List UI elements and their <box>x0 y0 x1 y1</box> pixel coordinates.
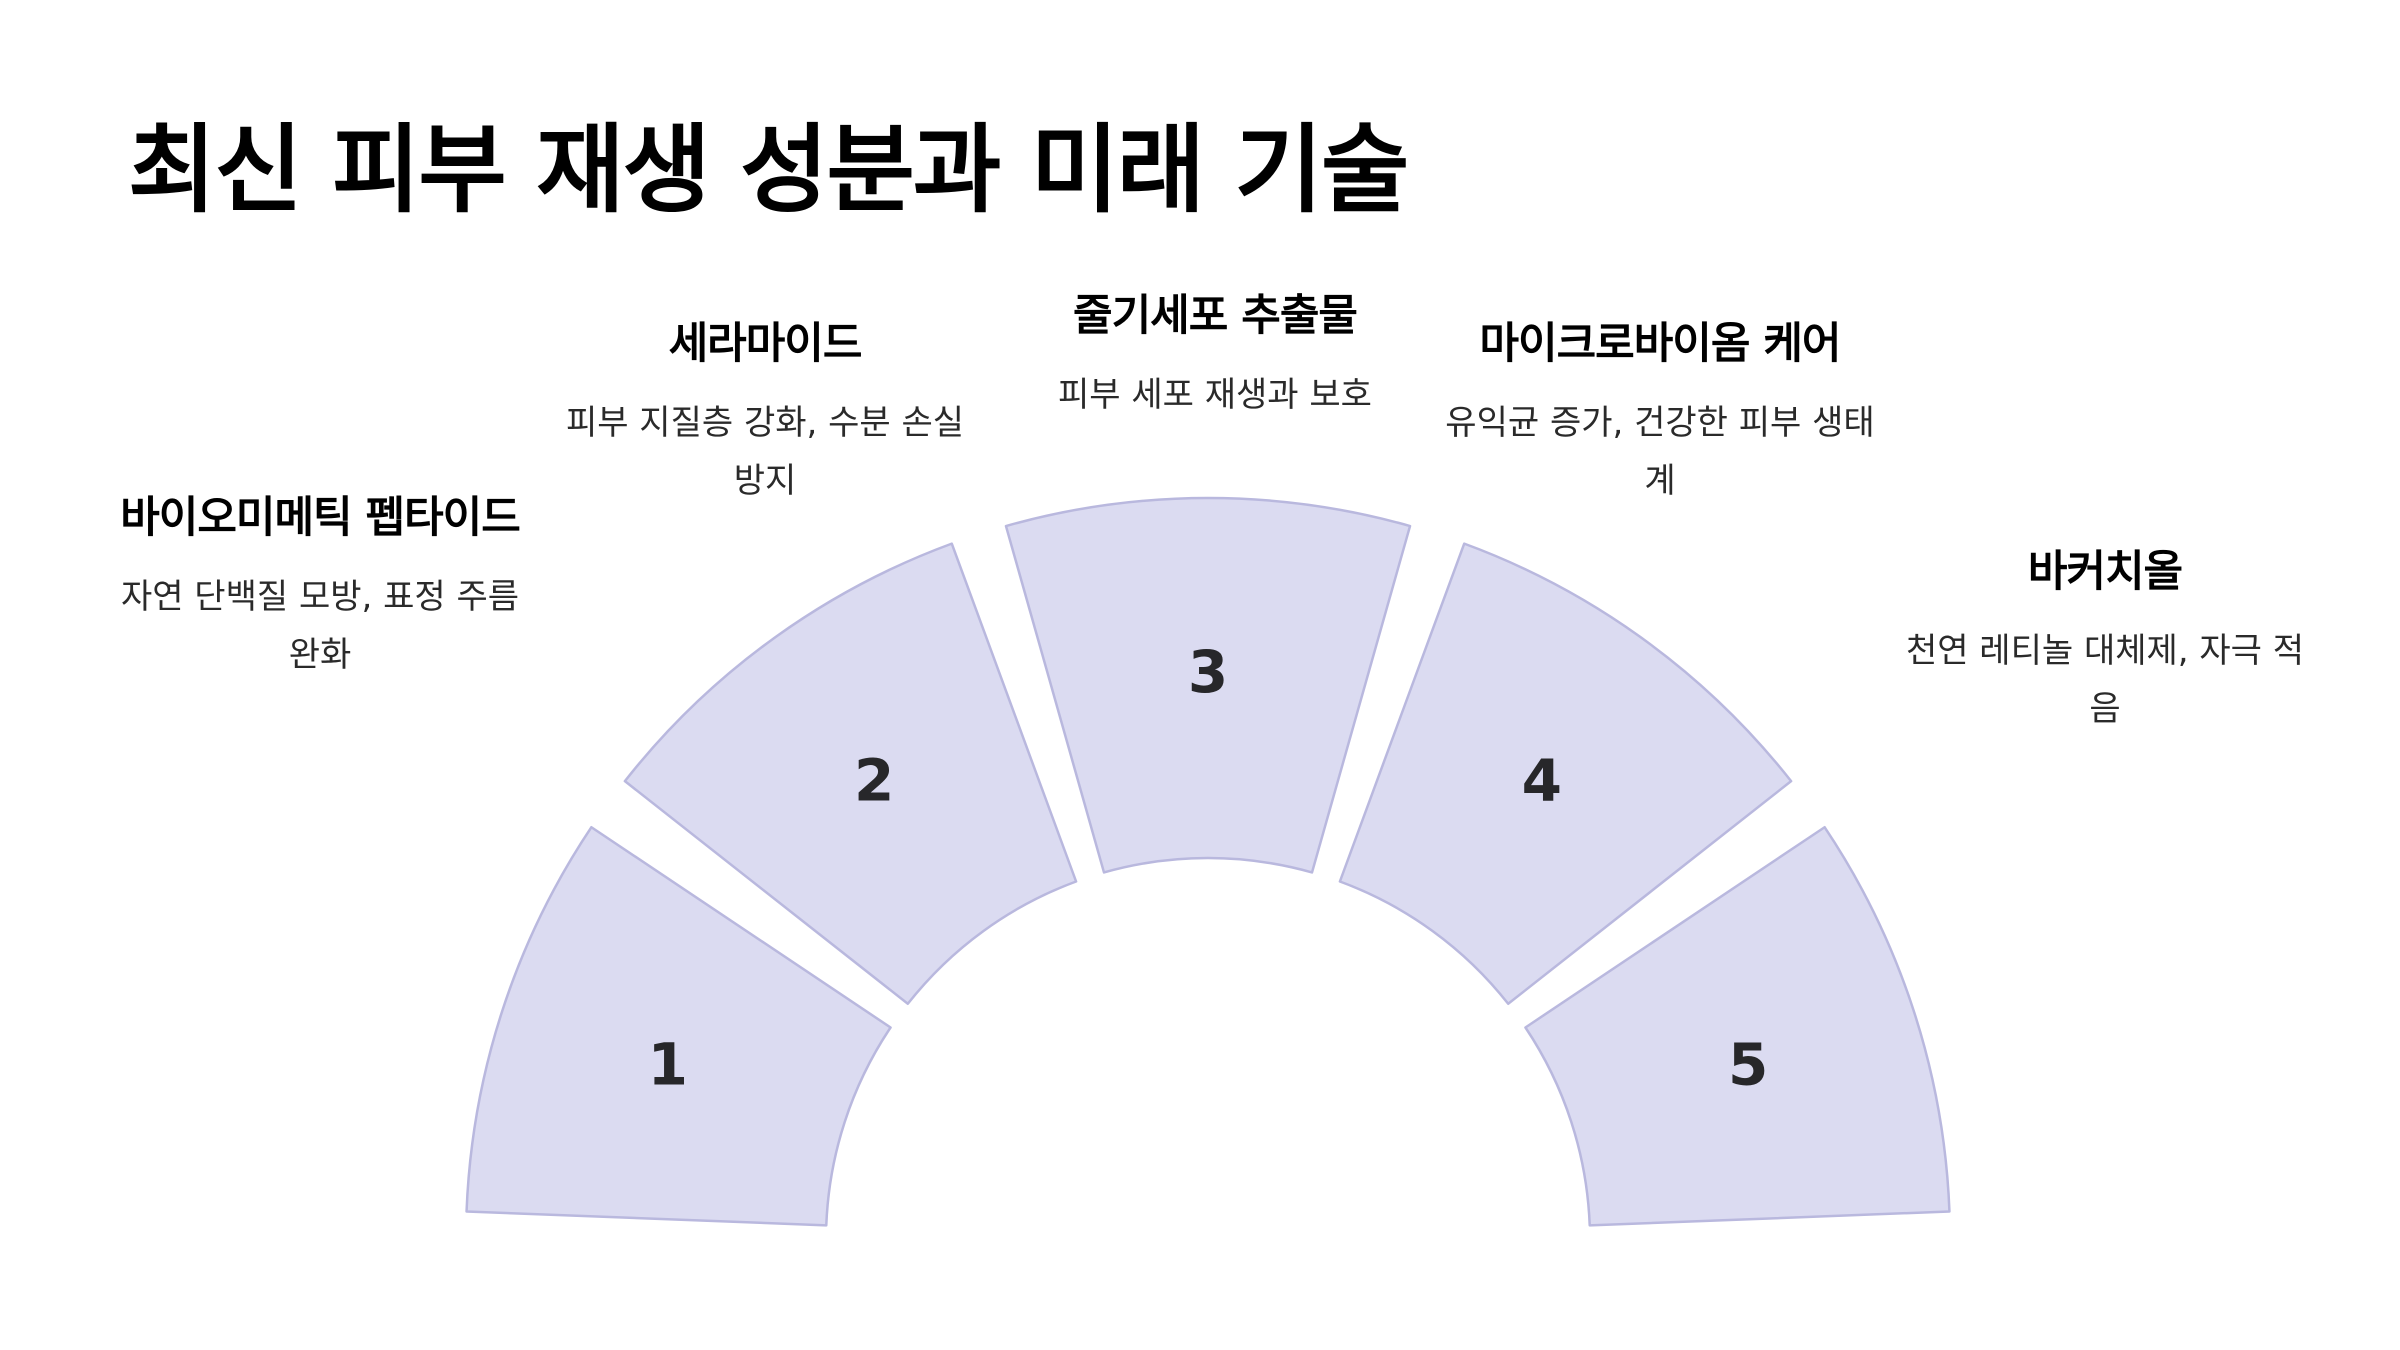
item-5-description: 천연 레티놀 대체제, 자극 적음 <box>1905 631 2305 729</box>
page-title: 최신 피부 재생 성분과 미래 기술 <box>128 114 1409 226</box>
item-5-label: 바커치올 천연 레티놀 대체제, 자극 적음 <box>1905 544 2305 738</box>
item-4-description: 유익균 증가, 건강한 피부 생태계 <box>1445 403 1875 501</box>
item-4-label: 마이크로바이옴 케어 유익균 증가, 건강한 피부 생태계 <box>1435 316 1885 510</box>
segment-3-shape <box>1004 496 1412 874</box>
item-3-heading: 줄기세포 추출물 <box>1073 291 1358 341</box>
segment-2-shape <box>623 542 1078 1006</box>
segment-5: 5 <box>1524 825 1951 1227</box>
item-1-description: 자연 단백질 모방, 표정 주름 완화 <box>120 577 520 675</box>
segment-1: 1 <box>465 825 892 1227</box>
segment-3-number: 3 <box>1188 638 1228 706</box>
item-2-description: 피부 지질층 강화, 수분 손실 방지 <box>565 403 965 501</box>
segment-4: 4 <box>1338 542 1793 1006</box>
item-3-description: 피부 세포 재생과 보호 <box>1058 375 1372 415</box>
segment-3: 3 <box>1004 496 1412 874</box>
item-4-heading: 마이크로바이옴 케어 <box>1479 319 1841 369</box>
segment-2: 2 <box>623 542 1078 1006</box>
item-2-heading: 세라마이드 <box>668 319 863 369</box>
segment-4-shape <box>1338 542 1793 1006</box>
item-2-label: 세라마이드 피부 지질층 강화, 수분 손실 방지 <box>560 316 970 510</box>
segment-1-shape <box>465 825 892 1227</box>
segment-5-number: 5 <box>1728 1030 1768 1098</box>
segment-1-number: 1 <box>648 1030 688 1098</box>
item-3-label: 줄기세포 추출물 피부 세포 재생과 보호 <box>1005 288 1425 424</box>
segment-5-shape <box>1524 825 1951 1227</box>
segment-4-number: 4 <box>1522 746 1562 814</box>
segment-2-number: 2 <box>854 746 894 814</box>
item-5-heading: 바커치올 <box>2027 547 2183 597</box>
item-1-heading: 바이오미메틱 펩타이드 <box>120 493 521 543</box>
item-1-label: 바이오미메틱 펩타이드 자연 단백질 모방, 표정 주름 완화 <box>120 490 521 684</box>
